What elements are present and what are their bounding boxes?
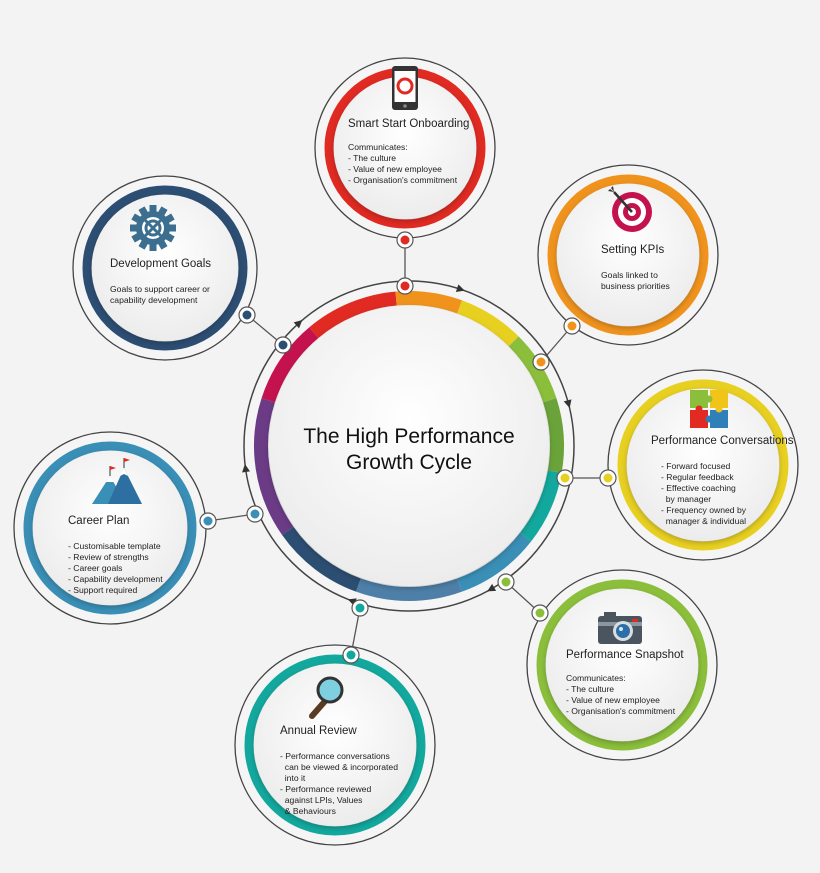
- node-line: - Value of new employee: [348, 164, 442, 174]
- node-career[interactable]: Career Plan - Customisable template - Re…: [68, 515, 163, 596]
- connector-dot: [342, 646, 360, 664]
- connector-dot: [396, 277, 414, 295]
- cycle-arrow: [242, 464, 250, 473]
- node-line: - Frequency owned by: [661, 505, 747, 515]
- node-line: & Behaviours: [280, 806, 336, 816]
- connector-dot: [351, 599, 369, 617]
- center-title-line2: Growth Cycle: [345, 451, 473, 474]
- node-title: Development Goals: [110, 258, 211, 270]
- node-subtitle: Communicates:: [348, 142, 408, 152]
- target-icon: [608, 186, 652, 232]
- cycle-arrow: [455, 284, 465, 292]
- center-disc: [269, 306, 549, 586]
- node-title: Performance Conversations: [651, 435, 794, 447]
- connector-dot: [599, 469, 617, 487]
- ring-annual: [234, 644, 436, 846]
- node-title: Setting KPIs: [601, 244, 665, 256]
- node-subtitle: Communicates:: [566, 673, 626, 683]
- node-line: by manager: [661, 494, 712, 504]
- cycle-segment: [261, 327, 319, 403]
- node-title: Annual Review: [280, 725, 357, 737]
- connector-dots: [199, 231, 617, 664]
- node-line: - Support required: [68, 585, 138, 595]
- cycle-segment: [282, 526, 361, 592]
- connector-dot: [556, 469, 574, 487]
- center-title-line1: The High Performance: [303, 425, 515, 448]
- camera-icon: [598, 612, 642, 644]
- connector-dot: [238, 306, 256, 324]
- cycle-segment: [309, 291, 397, 339]
- node-line: - Value of new employee: [566, 695, 660, 705]
- node-line: - Regular feedback: [661, 472, 734, 482]
- node-line: into it: [280, 773, 306, 783]
- node-development[interactable]: Development Goals Goals to support caree…: [110, 258, 211, 306]
- node-line: - Review of strengths: [68, 552, 149, 562]
- connector-dot: [246, 505, 264, 523]
- cycle-segment: [254, 398, 294, 535]
- node-line: - Capability development: [68, 574, 163, 584]
- node-line: - Performance conversations: [280, 751, 390, 761]
- ring-kpis: [537, 164, 719, 346]
- node-line: against LPIs, Values: [280, 795, 363, 805]
- node-line: - Forward focused: [661, 461, 731, 471]
- node-line: - Effective coaching: [661, 483, 736, 493]
- cycle-segment: [508, 336, 557, 403]
- smartphone-icon: [392, 66, 418, 110]
- node-title: Performance Snapshot: [566, 649, 684, 661]
- cycle-segment: [395, 291, 463, 314]
- cycle-arrow: [487, 583, 497, 592]
- node-line: capability development: [110, 295, 198, 305]
- ring-conversations: [607, 369, 799, 561]
- node-line: manager & individual: [661, 516, 747, 526]
- node-title: Career Plan: [68, 515, 130, 527]
- node-conversations[interactable]: Performance Conversations - Forward focu…: [651, 435, 794, 527]
- connector-dot: [531, 604, 549, 622]
- cycle-arrow: [563, 399, 572, 409]
- node-line: can be viewed & incorporated: [280, 762, 398, 772]
- node-line: - The culture: [348, 153, 397, 163]
- node-line: - Customisable template: [68, 541, 161, 551]
- cycle-segment-ring: [254, 291, 564, 601]
- mountain-flags-icon: [92, 458, 142, 504]
- cycle-segment: [520, 470, 562, 542]
- cycle-segment: [355, 578, 463, 601]
- cycle-segment: [457, 532, 532, 592]
- node-annual[interactable]: Annual Review - Performance conversation…: [280, 725, 398, 817]
- gear-icon: [130, 205, 176, 251]
- cycle-segment: [457, 300, 519, 347]
- connector-dot: [497, 573, 515, 591]
- node-line: - Organisation's commitment: [566, 706, 676, 716]
- node-line: - The culture: [566, 684, 615, 694]
- ring-development: [72, 175, 258, 361]
- ring-snapshot: [526, 569, 718, 761]
- node-kpis[interactable]: Setting KPIs Goals linked to business pr…: [601, 244, 670, 292]
- connector-dot: [199, 512, 217, 530]
- node-line: Goals to support career or: [110, 284, 210, 294]
- cycle-arrow: [293, 320, 303, 329]
- magnifier-icon: [309, 676, 344, 719]
- node-rings: [13, 57, 799, 846]
- node-line: - Performance reviewed: [280, 784, 372, 794]
- node-line: - Organisation's commitment: [348, 175, 458, 185]
- connector-dot: [274, 336, 292, 354]
- node-onboarding[interactable]: Smart Start Onboarding Communicates: - T…: [348, 118, 469, 186]
- connector-dot: [396, 231, 414, 249]
- cycle-segment: [543, 398, 564, 473]
- node-line: Goals linked to: [601, 270, 658, 280]
- connector-dot: [532, 353, 550, 371]
- connector-dot: [563, 317, 581, 335]
- ring-career: [13, 431, 207, 625]
- node-snapshot[interactable]: Performance Snapshot Communicates: - The…: [566, 649, 684, 717]
- node-line: - Career goals: [68, 563, 123, 573]
- node-title: Smart Start Onboarding: [348, 118, 470, 130]
- center-title: The High Performance Growth Cycle: [268, 424, 550, 476]
- puzzle-icon: [690, 390, 728, 428]
- node-line: business priorities: [601, 281, 670, 291]
